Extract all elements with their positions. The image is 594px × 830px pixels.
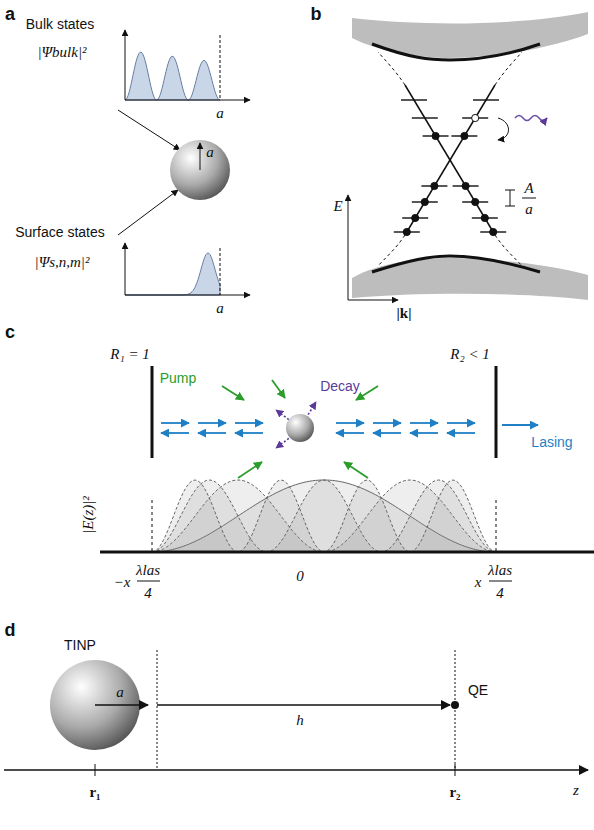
position-label: λlas bbox=[488, 562, 512, 579]
position-label: 4 bbox=[496, 585, 504, 602]
electron bbox=[412, 214, 419, 221]
state-label: Bulk states bbox=[26, 16, 94, 32]
mirror-label: R₁ = 1 bbox=[110, 346, 150, 363]
position-label: x bbox=[475, 574, 482, 591]
panel-b bbox=[348, 12, 588, 300]
panel-letter: a bbox=[5, 4, 15, 25]
electron bbox=[462, 182, 469, 189]
light-arrow bbox=[161, 432, 189, 434]
energy-level bbox=[412, 117, 438, 118]
particle-label: TINP bbox=[64, 637, 96, 653]
lasing-label: Lasing bbox=[531, 434, 572, 450]
position-label: −x bbox=[114, 574, 131, 591]
light-arrow bbox=[336, 422, 364, 424]
pump-label: Pump bbox=[160, 370, 197, 386]
light-arrow bbox=[373, 422, 401, 424]
position-label: λlas bbox=[136, 562, 160, 579]
radius-label: a bbox=[116, 684, 124, 701]
light-arrow bbox=[373, 432, 401, 434]
wavefunction-label: |Ψs,n,m|² bbox=[35, 254, 90, 271]
panel-letter: c bbox=[5, 322, 15, 343]
panel-c bbox=[100, 366, 594, 581]
axis-label: E bbox=[333, 198, 342, 215]
panel-a bbox=[118, 30, 250, 295]
light-arrow bbox=[410, 422, 438, 424]
light-arrow bbox=[161, 422, 189, 424]
position-label: r₁ bbox=[89, 784, 100, 801]
radius-label: a bbox=[216, 300, 224, 317]
decay-label: Decay bbox=[320, 378, 360, 394]
energy-level bbox=[401, 99, 427, 100]
emitter-label: QE bbox=[468, 682, 488, 698]
electron bbox=[472, 198, 479, 205]
energy-level bbox=[473, 99, 499, 100]
panel-letter: b bbox=[311, 4, 322, 25]
light-arrow bbox=[336, 432, 364, 434]
cavity-mode bbox=[152, 480, 496, 552]
axis-label: |k| bbox=[397, 305, 412, 322]
light-arrow bbox=[198, 432, 226, 434]
position-label: r₂ bbox=[449, 784, 460, 801]
light-arrow bbox=[198, 422, 226, 424]
radius-label: a bbox=[216, 105, 224, 122]
electron bbox=[432, 132, 439, 139]
electron bbox=[461, 132, 468, 139]
radius-label: a bbox=[206, 144, 214, 161]
electron bbox=[431, 182, 438, 189]
gap-label: A bbox=[524, 180, 533, 197]
gap-label: a bbox=[525, 201, 533, 218]
cavity-mode bbox=[152, 480, 496, 552]
position-label: 4 bbox=[144, 585, 152, 602]
mirror-label: R₂ < 1 bbox=[450, 346, 490, 363]
state-label: Surface states bbox=[15, 224, 105, 240]
cavity-mode bbox=[152, 480, 496, 552]
electron bbox=[490, 228, 497, 235]
position-label: 0 bbox=[296, 568, 304, 585]
panel-letter: d bbox=[5, 620, 16, 641]
electron bbox=[481, 214, 488, 221]
panel-d bbox=[4, 650, 588, 776]
axis-label: z bbox=[573, 782, 579, 799]
axis-label: |E(z)|² bbox=[80, 496, 97, 534]
light-arrow bbox=[235, 432, 263, 434]
light-arrow bbox=[235, 422, 263, 424]
electron bbox=[421, 198, 428, 205]
hole bbox=[472, 114, 479, 121]
cavity-mode bbox=[152, 480, 496, 552]
distance-label: h bbox=[296, 712, 304, 729]
light-arrow bbox=[447, 432, 475, 434]
electron bbox=[403, 228, 410, 235]
light-arrow bbox=[447, 422, 475, 424]
light-arrow bbox=[410, 432, 438, 434]
wavefunction-label: |Ψbulk|² bbox=[37, 44, 86, 61]
